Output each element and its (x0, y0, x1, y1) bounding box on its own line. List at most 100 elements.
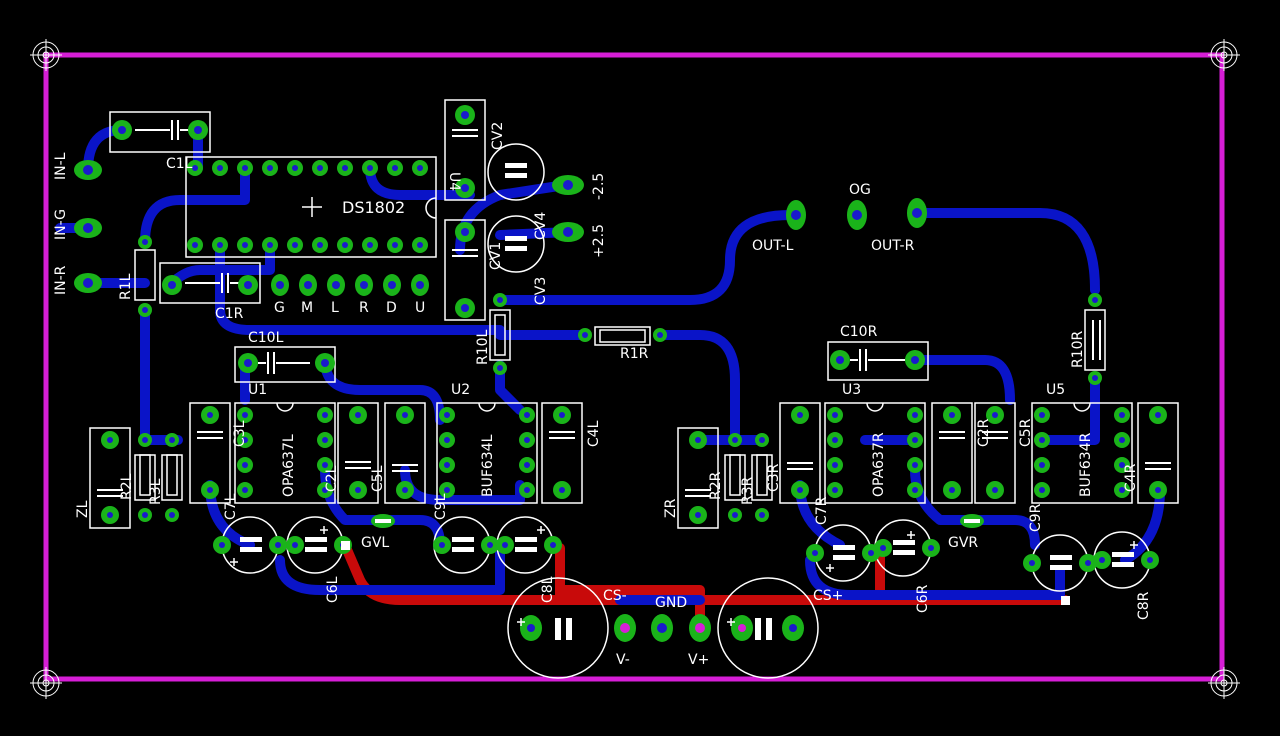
holes-u4 (192, 165, 423, 248)
label-c5r: C5R (1018, 418, 1034, 447)
label-c6l: C6L (325, 576, 341, 603)
label-zr: ZR (663, 498, 679, 518)
pad-pos25 (552, 222, 584, 242)
outline-c9l-box (384, 402, 426, 504)
mounting-hole-top-right (1208, 39, 1240, 71)
label-cv1: CV1 (488, 242, 504, 270)
outline-cv1 (444, 219, 486, 321)
pad-cv1-b (455, 298, 475, 318)
pad-cv1-a (455, 222, 475, 242)
trace-cv3-out (495, 210, 795, 305)
outline-cv4-cap (487, 215, 545, 273)
label-c6r: C6R (915, 584, 931, 613)
label-pin-d: D (386, 300, 397, 316)
outline-c8l-big (507, 577, 609, 679)
label-out-l: OUT-L (752, 238, 794, 254)
trace-r10r-down (1035, 375, 1100, 445)
pads (74, 105, 1167, 642)
electrolytic-bodies (240, 163, 1134, 640)
outline-u2 (436, 402, 538, 504)
label-buf634r: BUF634R (1078, 432, 1094, 497)
label-pin-r: R (359, 300, 369, 316)
trace-u4-bottom-row (215, 240, 505, 335)
pad-neg25 (552, 175, 584, 195)
label-u5: U5 (1046, 382, 1065, 398)
label-c9r: C9R (1028, 503, 1044, 532)
label-c10r: C10R (840, 324, 878, 340)
label-u1: U1 (248, 382, 267, 398)
label-r10l: R10L (475, 329, 491, 365)
outline-zr (677, 427, 719, 529)
trace-out-r (913, 208, 1100, 295)
mounting-hole-bottom-left (30, 667, 62, 699)
outline-c10l (234, 346, 336, 383)
outline-u4 (185, 156, 437, 258)
label-u2: U2 (451, 382, 470, 398)
holes-channels (107, 412, 1161, 566)
pad-c1r-a (162, 275, 182, 295)
label-c10l: C10L (248, 330, 284, 346)
outline-c10r (827, 341, 929, 381)
pad-og (847, 200, 867, 230)
outline-c4l (541, 402, 583, 504)
outline-u3 (824, 402, 926, 504)
label-v-plus: V+ (688, 652, 709, 668)
label-cv3: CV3 (533, 277, 549, 305)
trace-c10l-u2 (320, 355, 445, 425)
pad-out-r (907, 198, 927, 228)
label-og: OG (849, 182, 871, 198)
label-gvr: GVR (948, 535, 978, 551)
label-r10r: R10R (1070, 330, 1086, 368)
capacitor-symbols (97, 120, 1171, 497)
label-c4r: C4R (1123, 463, 1139, 492)
label-r3r: R3R (740, 476, 756, 505)
trace-left-u2-loop (400, 465, 525, 505)
outline-r1r (594, 326, 651, 346)
outline-zl (89, 427, 131, 529)
pad-c8l-a (520, 615, 542, 641)
label-pin-m: M (301, 300, 313, 316)
pad-r1l-b (138, 303, 152, 317)
label-cv2: CV2 (490, 122, 506, 150)
label-in-l: IN-L (53, 152, 69, 180)
label-cv4: CV4 (533, 212, 549, 240)
pad-c1r-b (238, 275, 258, 295)
outline-c1r (159, 262, 261, 304)
board-outline (43, 52, 1225, 682)
pad-r10l-b (493, 361, 507, 375)
outline-cv2 (444, 99, 486, 201)
pad-c10r-b (905, 350, 925, 370)
label-opa637r: OPA637R (871, 432, 887, 497)
label-c2l: C2L (324, 465, 340, 492)
pad-r1r-a (578, 328, 592, 342)
trace-top-cs-minus (340, 540, 565, 605)
pad-in-l (74, 160, 102, 180)
label-c4l: C4L (586, 420, 602, 447)
mounting-hole-bottom-right (1208, 667, 1240, 699)
trace-r1r-right (655, 330, 740, 445)
label-gvl: GVL (361, 535, 389, 551)
pad-c1l-a (112, 120, 132, 140)
label-r3l: R3L (148, 478, 164, 505)
mounting-hole-top-left (30, 39, 62, 71)
label-c3l: C3L (232, 420, 248, 447)
outline-c9r-box (974, 402, 1016, 504)
outline-c5l (337, 402, 379, 504)
label-c8l: C8L (540, 576, 556, 603)
pad-c8r-b (782, 615, 804, 641)
label-u3: U3 (842, 382, 861, 398)
label-gnd: GND (655, 595, 687, 611)
pad-c1l-b (188, 120, 208, 140)
pad-c10r-a (830, 350, 850, 370)
pad-out-l (786, 200, 806, 230)
label-c9l: C9L (433, 493, 449, 520)
u1-notch (276, 402, 294, 412)
pad-v-plus (689, 614, 711, 642)
label-opa637l: OPA637L (281, 434, 297, 497)
label-c8r: C8R (1136, 591, 1152, 620)
label-c2r: C2R (976, 418, 992, 447)
label-pos25: +2.5 (591, 224, 607, 258)
pad-cv2-a (455, 105, 475, 125)
label-out-r: OUT-R (871, 238, 915, 254)
